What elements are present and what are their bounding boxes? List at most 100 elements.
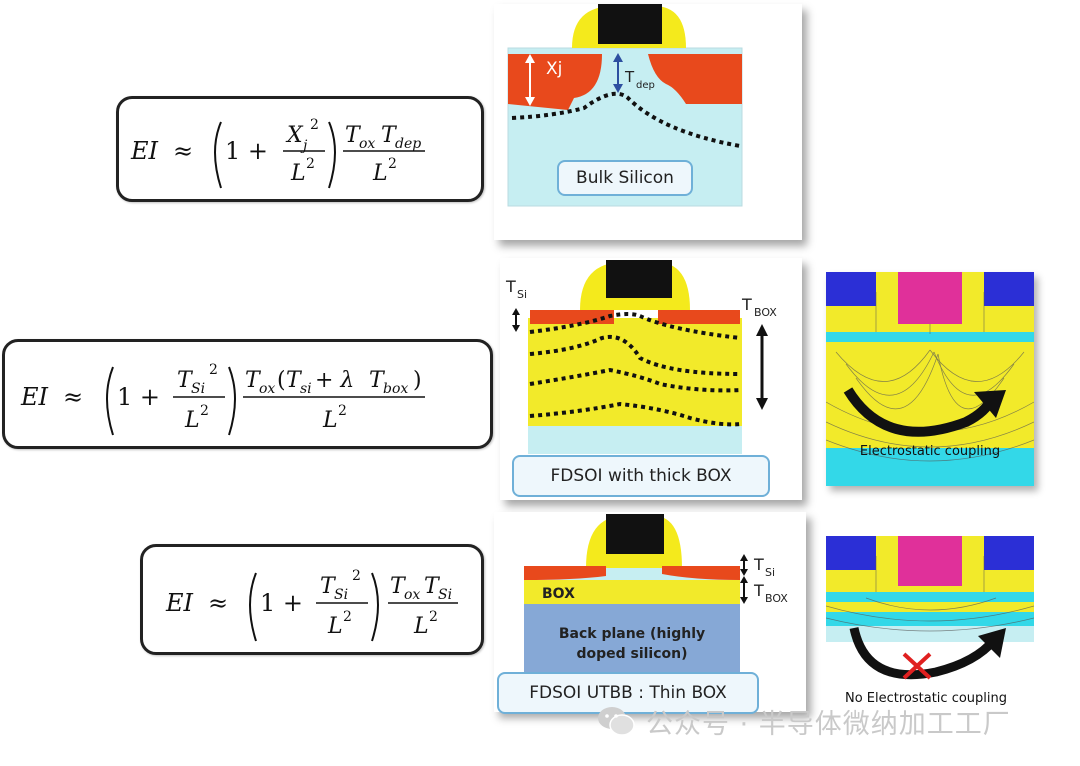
svg-text:): ) xyxy=(413,368,422,393)
svg-text:EI: EI xyxy=(20,383,49,411)
tsi-subscript: Si xyxy=(517,288,527,301)
svg-text:Si: Si xyxy=(438,587,452,603)
bulk-silicon-diagram: Xj T dep xyxy=(507,4,743,207)
source-block xyxy=(826,536,876,570)
tbox-label: T xyxy=(753,581,764,600)
svg-text:1 +: 1 + xyxy=(225,137,268,165)
tsi-subscript: Si xyxy=(765,566,775,579)
gate-contact xyxy=(606,260,672,298)
tbox-label: T xyxy=(741,295,752,314)
svg-text:1 +: 1 + xyxy=(260,589,303,617)
svg-text:ox: ox xyxy=(259,381,275,397)
svg-text:+ λ: + λ xyxy=(315,368,354,393)
svg-text:≈: ≈ xyxy=(208,589,228,617)
source-block xyxy=(826,272,876,306)
svg-text:EI: EI xyxy=(130,137,159,165)
equation-thick-box-formula: EI ≈ 1 + T Si 2 L 2 T ox ( T si + λ T bo… xyxy=(20,362,425,436)
svg-text:T: T xyxy=(390,574,407,599)
svg-text:L: L xyxy=(372,161,388,186)
fdsoi-thick-box-diagram: T BOX T Si xyxy=(505,260,777,454)
coupling-caption: Electrostatic coupling xyxy=(860,444,1000,459)
equation-bulk-formula: EI ≈ 1 + X j 2 L 2 T ox T dep L 2 xyxy=(130,117,425,189)
tbox-subscript: BOX xyxy=(754,306,777,319)
svg-text:2: 2 xyxy=(310,117,319,133)
channel-strip xyxy=(826,332,1034,342)
no-coupling-caption: No Electrostatic coupling xyxy=(845,691,1007,706)
svg-text:X: X xyxy=(285,123,304,148)
svg-text:box: box xyxy=(383,381,408,397)
drain-region xyxy=(648,54,742,104)
backplane xyxy=(524,604,740,676)
source-region xyxy=(508,54,602,110)
svg-text:EI: EI xyxy=(165,589,194,617)
depletion-edge xyxy=(511,91,741,148)
svg-text:≈: ≈ xyxy=(63,383,83,411)
channel-strip xyxy=(826,592,1034,602)
box-label: BOX xyxy=(542,586,575,602)
tdep-subscript: dep xyxy=(636,80,655,91)
tsi-label: T xyxy=(753,555,764,574)
tdep-label: T xyxy=(624,68,635,86)
svg-text:ox: ox xyxy=(359,136,375,152)
thick-substrate xyxy=(528,426,742,454)
tbox-subscript: BOX xyxy=(765,592,788,605)
svg-text:T: T xyxy=(381,123,398,148)
equation-thin-box-formula: EI ≈ 1 + T Si 2 L 2 T ox T Si L 2 xyxy=(165,568,458,641)
svg-text:L: L xyxy=(184,408,200,433)
gate-contact xyxy=(598,4,662,44)
box-strip xyxy=(826,612,1034,626)
svg-text:2: 2 xyxy=(429,609,438,625)
drain-region xyxy=(662,566,740,580)
svg-text:dep: dep xyxy=(395,136,421,152)
thin-box-label: FDSOI UTBB : Thin BOX xyxy=(497,672,759,714)
simulation-coupling: Electrostatic coupling xyxy=(826,272,1034,486)
bulk-silicon-label: Bulk Silicon xyxy=(557,160,693,196)
watermark-text: 公众号 · 半导体微纳加工工厂 xyxy=(646,708,1011,740)
source-region xyxy=(524,566,606,580)
svg-text:≈: ≈ xyxy=(173,137,193,165)
backplane-label-line2: doped silicon) xyxy=(576,646,687,662)
coupling-arrow xyxy=(843,387,997,437)
svg-text:2: 2 xyxy=(343,609,352,625)
fdsoi-thin-box-diagram: T Si T BOX BOX Back plane (highly doped … xyxy=(524,514,788,676)
svg-text:ox: ox xyxy=(404,587,420,603)
gate-block xyxy=(898,536,962,586)
svg-text:L: L xyxy=(290,161,306,186)
svg-text:T: T xyxy=(286,368,303,393)
svg-text:L: L xyxy=(322,408,338,433)
svg-text:T: T xyxy=(424,574,441,599)
svg-text:T: T xyxy=(369,368,386,393)
svg-text:Si: Si xyxy=(191,381,205,397)
equation-thick-box: EI ≈ 1 + T Si 2 L 2 T ox ( T si + λ T bo… xyxy=(2,339,493,449)
substrate-strip xyxy=(826,448,1034,486)
svg-text:T: T xyxy=(177,368,194,393)
svg-text:T: T xyxy=(345,123,362,148)
drain-block xyxy=(984,536,1034,570)
svg-text:j: j xyxy=(300,138,308,154)
svg-text:L: L xyxy=(327,614,343,639)
svg-text:1 +: 1 + xyxy=(117,383,160,411)
svg-text:L: L xyxy=(413,614,429,639)
svg-text:si: si xyxy=(300,381,312,397)
gate-contact xyxy=(606,514,664,554)
thick-box-label: FDSOI with thick BOX xyxy=(512,455,770,497)
simulation-no-coupling: No Electrostatic coupling xyxy=(826,536,1034,706)
svg-text:T: T xyxy=(245,368,262,393)
backplane-label-line1: Back plane (highly xyxy=(559,626,705,642)
svg-text:2: 2 xyxy=(388,156,397,172)
equation-thin-box: EI ≈ 1 + T Si 2 L 2 T ox T Si L 2 xyxy=(140,544,484,655)
svg-text:2: 2 xyxy=(338,403,347,419)
wechat-icon xyxy=(598,707,635,736)
watermark: 公众号 · 半导体微纳加工工厂 xyxy=(596,701,1011,741)
svg-text:2: 2 xyxy=(209,362,218,378)
gate-block xyxy=(898,272,962,324)
box-layer xyxy=(524,580,740,604)
drain-block xyxy=(984,272,1034,306)
equation-bulk: EI ≈ 1 + X j 2 L 2 T ox T dep L 2 xyxy=(116,96,484,202)
svg-text:2: 2 xyxy=(306,156,315,172)
svg-text:T: T xyxy=(320,574,337,599)
coupling-arrow xyxy=(849,626,998,680)
svg-text:2: 2 xyxy=(200,403,209,419)
svg-text:(: ( xyxy=(277,368,286,393)
svg-text:Si: Si xyxy=(334,587,348,603)
